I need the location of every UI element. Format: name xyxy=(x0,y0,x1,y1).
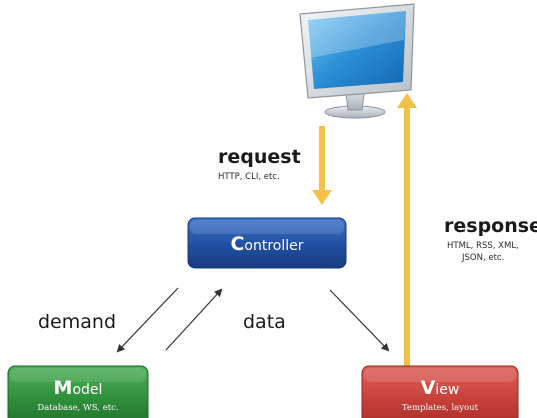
view-node: View Templates, layout xyxy=(361,365,519,418)
response-note-line2: JSON, etc. xyxy=(461,253,504,263)
controller-to-view-arrow xyxy=(329,289,390,352)
demand-arrow xyxy=(116,287,179,353)
controller-initial: C xyxy=(230,233,244,255)
controller-label: ontroller xyxy=(244,238,303,254)
data-label: data xyxy=(243,311,286,333)
response-arrow xyxy=(397,93,417,378)
model-subtitle: Database, WS, etc. xyxy=(37,403,118,413)
demand-label: demand xyxy=(38,311,116,333)
computer-monitor-icon xyxy=(299,3,415,119)
view-subtitle: Templates, layout xyxy=(402,403,479,413)
view-label: iew xyxy=(435,382,459,398)
response-label: response xyxy=(444,215,537,237)
request-note: HTTP, CLI, etc. xyxy=(218,172,280,182)
request-arrow xyxy=(312,126,332,205)
svg-text:View: View xyxy=(421,377,460,399)
view-initial: V xyxy=(421,377,436,399)
request-label: request xyxy=(218,146,301,168)
data-return-arrow xyxy=(165,288,223,351)
svg-text:Controller: Controller xyxy=(230,233,303,255)
model-node: Model Database, WS, etc. xyxy=(7,365,149,418)
response-note-line1: HTML, RSS, XML, xyxy=(447,241,519,251)
controller-node: Controller xyxy=(187,217,347,269)
model-initial: M xyxy=(54,377,73,399)
svg-text:Model: Model xyxy=(54,377,103,399)
model-label: odel xyxy=(72,382,102,398)
